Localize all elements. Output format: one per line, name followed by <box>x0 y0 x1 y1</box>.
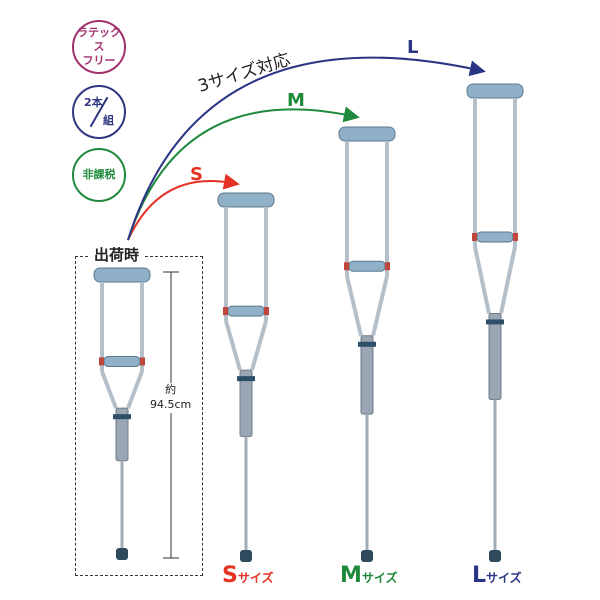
shipping-frame <box>75 256 203 576</box>
crutch-shipping-underarm-pad <box>93 267 151 283</box>
crutch-small-hand-grip <box>227 305 265 317</box>
latex-free-badge: ラテックス フリー <box>72 20 126 74</box>
arc-letter-l: L <box>407 37 418 58</box>
arc-letter-s: S <box>190 164 203 185</box>
three-sizes-headline: 3サイズ対応 <box>196 50 293 97</box>
crutch-medium-grip-band-right <box>385 262 390 271</box>
crutch-medium-rubber-tip <box>361 550 373 562</box>
size-label-m-suffix: サイズ <box>361 571 398 585</box>
pair-set-badge: 2本 組 <box>72 85 126 139</box>
size-label-l-suffix: サイズ <box>486 571 522 585</box>
crutch-medium-grip-band-left <box>344 262 349 271</box>
size-label-l: Lサイズ <box>472 563 522 588</box>
crutch-large-left-rail-taper <box>473 246 491 314</box>
height-measure-label: 約 94.5cm <box>150 383 192 413</box>
pair-set-text: 組 <box>103 114 114 128</box>
crutch-medium-left-rail-taper <box>345 275 363 337</box>
size-arc-m <box>127 106 360 241</box>
shipping-label: 出荷時 <box>88 244 146 265</box>
crutch-large-right-rail-taper <box>499 246 517 314</box>
crutch-large-grip-band-right <box>513 232 518 241</box>
height-measure-prefix: 約 <box>165 383 177 396</box>
crutch-small-left-rail-taper <box>224 320 242 371</box>
crutch-medium-right-rail-taper <box>371 275 389 337</box>
crutch-shipping-right-rail-taper <box>126 370 144 409</box>
size-label-m-letter: M <box>340 563 362 588</box>
size-arc-l <box>127 56 486 241</box>
latex-free-line1: ラテックス <box>77 26 121 54</box>
crutch-small-grip-band-right <box>264 307 269 316</box>
size-label-l-letter: L <box>472 563 487 588</box>
crutch-small-grip-band-left <box>223 307 228 316</box>
crutch-shipping-tube-clamp <box>113 414 131 420</box>
size-label-s: Sサイズ <box>222 563 274 588</box>
pair-count-text: 2本 <box>84 96 103 109</box>
crutch-large-tube-clamp <box>486 319 504 325</box>
crutch-medium-tube-clamp <box>358 341 376 347</box>
crutch-shipping-grip-band-right <box>140 357 145 366</box>
crutch-large-adjust-tube <box>488 312 502 400</box>
size-label-s-suffix: サイズ <box>237 571 274 585</box>
tax-exempt-badge: 非課税 <box>72 148 126 202</box>
crutch-small-tube-clamp <box>237 376 255 382</box>
crutch-medium-adjust-tube <box>360 335 374 415</box>
crutch-medium-underarm-pad <box>338 126 396 142</box>
size-label-m: Mサイズ <box>340 563 398 588</box>
crutch-small-underarm-pad <box>217 192 275 208</box>
crutch-large-hand-grip <box>476 231 514 243</box>
crutch-large-grip-band-left <box>472 232 477 241</box>
size-label-s-letter: S <box>222 563 238 588</box>
tax-exempt-label: 非課税 <box>82 168 116 182</box>
size-arc-s <box>127 173 240 241</box>
arc-letter-m: M <box>287 90 305 111</box>
latex-free-line2: フリー <box>82 53 116 67</box>
crutch-shipping-rubber-tip <box>116 548 128 560</box>
crutch-small-rubber-tip <box>240 550 252 562</box>
crutch-shipping-grip-band-left <box>99 357 104 366</box>
crutch-small-right-rail-taper <box>250 320 268 371</box>
crutch-shipping-left-rail-taper <box>100 370 118 409</box>
crutch-large-underarm-pad <box>466 83 524 99</box>
crutch-large-rubber-tip <box>489 550 501 562</box>
height-measure-value: 94.5cm <box>150 397 192 411</box>
crutch-medium-hand-grip <box>348 260 386 272</box>
crutch-small-adjust-tube <box>239 369 253 438</box>
